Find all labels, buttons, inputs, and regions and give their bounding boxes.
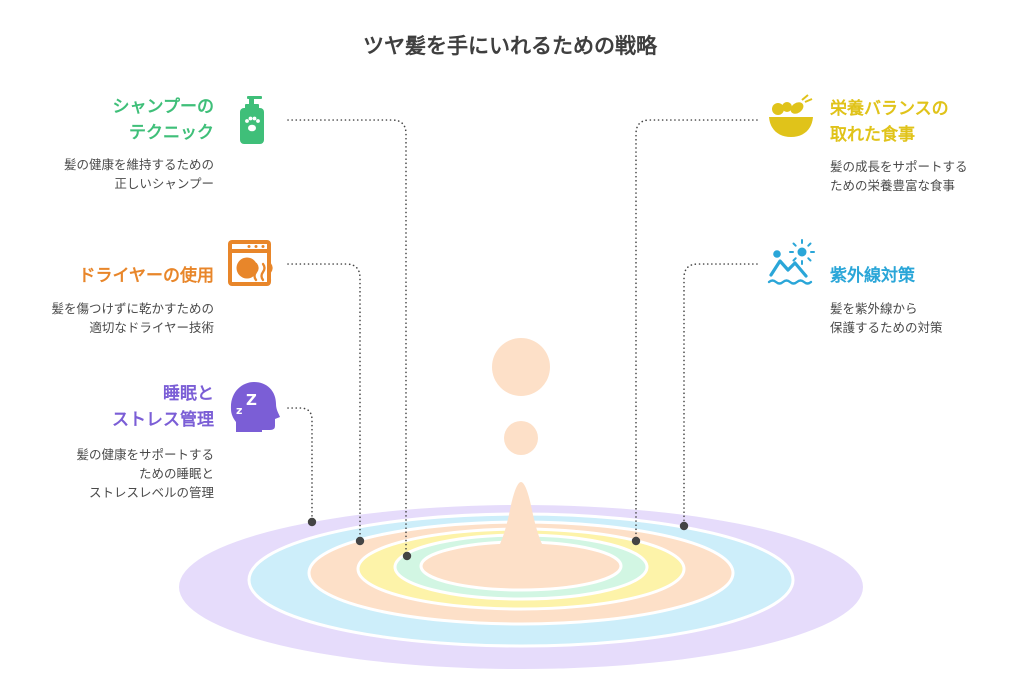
uv-description: 髪を紫外線から 保護するための対策 (830, 301, 943, 335)
endpoint-dryer (355, 536, 365, 546)
endpoint-sleep (307, 517, 317, 527)
connector-uv (683, 263, 758, 524)
food-bowl-icon (769, 94, 813, 137)
connector-nutrition (635, 119, 758, 539)
nutrition-description: 髪の成長をサポートする ための栄養豊富な食事 (830, 159, 968, 193)
dryer-heading: ドライヤーの使用 (78, 266, 215, 286)
uv-heading: 紫外線対策 (830, 266, 915, 286)
droplet-small (504, 421, 538, 455)
sleep-description: 髪の健康をサポートする ための睡眠と ストレスレベルの管理 (76, 447, 214, 500)
sleep-head-icon: z Z (230, 382, 280, 432)
svg-text:z: z (236, 404, 242, 417)
page-title: ツヤ髪を手にいれるための戦略 (363, 34, 657, 58)
endpoint-nutrition (631, 536, 641, 546)
shampoo-heading: シャンプーの テクニック (112, 97, 215, 143)
endpoint-shampoo (402, 551, 412, 561)
hair-dryer-heat-icon (228, 240, 273, 286)
droplet-large (492, 338, 550, 396)
svg-text:Z: Z (246, 391, 257, 409)
splash-peak (460, 482, 582, 574)
sun-uv-icon (767, 239, 815, 285)
connector-dryer (287, 263, 361, 539)
endpoint-uv (679, 521, 689, 531)
connector-shampoo (287, 119, 407, 554)
nutrition-heading: 栄養バランスの 取れた食事 (830, 99, 949, 145)
sleep-heading: 睡眠と ストレス管理 (112, 384, 214, 430)
shampoo-description: 髪の健康を維持するための 正しいシャンプー (63, 157, 214, 191)
connector-sleep (287, 407, 313, 521)
dryer-description: 髪を傷つけずに乾かすための 適切なドライヤー技術 (51, 301, 214, 335)
shampoo-bottle-icon (240, 96, 264, 144)
